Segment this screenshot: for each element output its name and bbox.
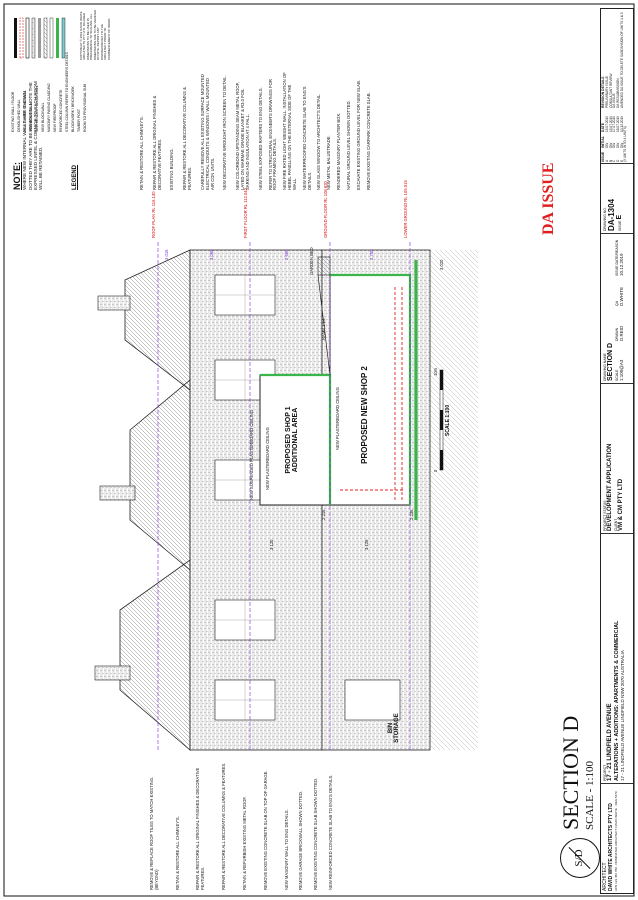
anno-left-5: REMOVE EXISTING CONCRETE SLAB ON TOP OF …	[262, 770, 268, 890]
anno-left-1: RETAIN & RESTORE ALL CHIMNEY'S.	[174, 816, 180, 890]
dim-8: 2 215	[321, 509, 326, 520]
legend-swatches	[14, 17, 66, 59]
chimney-2	[99, 485, 136, 501]
anno-left-6: NEW MASONRY WALL TO ENG DETAILS.	[283, 809, 289, 890]
anno-right-5: NEW DECORATIVE WROUGHT IRON SCREEN TO DE…	[222, 75, 228, 190]
annotations-left: REMOVE & REPLACE ROOF TILES TO MATCH EXI…	[149, 752, 334, 890]
dim-6: 3 125	[364, 539, 369, 550]
label-ceiling1: NEW PLASTERBOARD CEILING	[265, 427, 270, 490]
label-ramp: RAMP 1:14	[321, 318, 326, 340]
title-block: ARCHITECT DAVID WHITE ARCHITECTS PTY LTD…	[600, 8, 634, 894]
dim-2: 3 065	[209, 249, 214, 260]
anno-right-0: RETAIN & RESTORE ALL CHIMNEY'S.	[139, 116, 144, 190]
anno-left-4: RETAIN & REFURBISH EXISTING METAL ROOF.	[241, 796, 247, 890]
tb-project: PROJECT 17 - 21 LINDFIELD AVENUE ALTERAT…	[601, 533, 633, 783]
anno-right-14: NATURAL GROUND LEVEL SHOWN DOTTED.	[345, 100, 351, 190]
anno-left-0: REMOVE & REPLACE ROOF TILES TO MATCH EXI…	[149, 776, 159, 890]
roof-right	[124, 249, 191, 391]
room-bin: BIN STORAGE	[388, 713, 400, 743]
anno-right-8: REFER TO STRUCTURAL ENGINEER'S DRAWINGS …	[267, 79, 278, 190]
anno-right-2: EXISTING BUILDING.	[169, 148, 175, 190]
tb-project-name: 17 - 21 LINDFIELD AVENUE	[607, 703, 614, 781]
dim-3: 2 600	[284, 249, 289, 260]
tb-client-value: VM & CM PTY LTD	[617, 478, 624, 531]
rev-row: EDW10.12.2019AMENDED DA ISSUE TO DELETE …	[619, 12, 628, 162]
anno-right-10: NEW WATERPROOFED CONCRETE SLAB TO ENG'S …	[301, 86, 312, 190]
chimney-1	[94, 665, 131, 681]
legend-items: EXISTING WALL / FLOOR DEMOLISHED WALL NE…	[11, 52, 90, 132]
anno-right-16: REMOVE EXISTING CARPARK CONCRETE SLAB.	[365, 92, 371, 190]
tb-revisions: ISSUEINITIALDATEREVISION DETAILS ADW15.0…	[601, 9, 633, 163]
roof-mid	[129, 379, 191, 571]
room-shop2: PROPOSED NEW SHOP 2	[360, 366, 369, 464]
tb-issue: ISSUE E	[616, 214, 624, 231]
anno-left-8: REMOVE EXISTING CONCRETE SLAB SHOWN DOTT…	[313, 777, 319, 890]
tb-status-value: DEVELOPMENT APPLICATION	[607, 443, 614, 531]
window-l1	[344, 679, 401, 721]
level-tag-first: FIRST FLOOR RL 112.040	[243, 188, 248, 238]
tb-architect: ARCHITECT DAVID WHITE ARCHITECTS PTY LTD…	[601, 783, 633, 893]
dim-1: 3 015	[164, 249, 169, 260]
tb-drawing-name: SECTION D	[607, 342, 615, 381]
scale-bar-label: SCALE 1:100	[445, 404, 451, 436]
anno-right-4: CAREFULLY REMOVE ALL EXISTING SURFACE MO…	[199, 74, 215, 190]
section-scale: SCALE - 1:100	[584, 760, 596, 830]
label-ceiling2: NEW PLASTERBOARD CEILING	[335, 387, 340, 450]
copyright-note: COPYRIGHT © 2019 DAVID WHITE ARCHITECTS …	[79, 9, 111, 60]
tb-number: DRAWING NO. DA-1304 ISSUE E	[601, 163, 633, 233]
label-garden: GARDEN BED	[309, 247, 314, 275]
section-title: SECTION D	[558, 715, 583, 830]
room-shop1: PROPOSED SHOP 1 ADDITIONAL AREA	[285, 406, 299, 474]
planter-box	[317, 256, 331, 276]
anno-right-1: REPAIR & RESTORE ALL ORIGINAL FINISHES &…	[151, 95, 162, 190]
dim-5: 3 120	[269, 539, 274, 550]
tb-number-value: DA-1304	[607, 198, 617, 231]
scale-bar-start: 0	[433, 469, 438, 472]
chimney-3	[97, 295, 131, 311]
ramp-line	[317, 274, 331, 376]
demolished-red	[340, 285, 405, 500]
level-tag-lower: LOWER GROUND RL 105.515	[403, 180, 408, 238]
tb-status: PROJECT STATUS DEVELOPMENT APPLICATION C…	[601, 383, 633, 533]
anno-right-3: REPAIR & RESTORE ALL DECORATIVE COLUMNS …	[182, 87, 193, 190]
da-issue-stamp: DA ISSUE	[540, 162, 557, 235]
dim-4: 2 700	[369, 249, 374, 260]
tb-firm-details: ACN 123 456 789 · NOMINATED ARCHITECT: D…	[613, 791, 618, 891]
anno-right-12: NEW METAL BALUSTRADE.	[326, 135, 332, 190]
anno-left-2: REPAIR & RESTORE ALL ORIGINAL FINISHES &…	[195, 767, 206, 890]
annotations-right: RETAIN & RESTORE ALL CHIMNEY'S. REPAIR &…	[139, 70, 371, 190]
anno-right-7: NEW STEEL EXPOSED RAFTERS TO ENG DETAILS…	[257, 87, 263, 190]
anno-right-6: NEW COLORBOND UPSTANDING SEAM METAL ROOF…	[235, 82, 250, 190]
dim-9: 2 235	[409, 509, 414, 520]
anno-left-3: REPAIR & RESTORE ALL DECORATIVE COLUMNS …	[221, 762, 227, 890]
legend-extra-3: ROOM TO PROVISIONAL SUM	[83, 83, 87, 132]
new-addition	[329, 274, 411, 506]
label-ceiling-susp: NEW SUSPENDED PLASTERBOARD CEILING	[249, 409, 254, 500]
anno-right-11: NEW GLASS WINDOW TO ARCHITECT'S DETAIL.	[316, 93, 322, 190]
roof-left	[119, 559, 191, 751]
tb-address: 17 - 21 LINDFIELD AVENUE LINDFIELD NSW 2…	[620, 650, 626, 781]
dim-7: 3 020	[439, 259, 444, 270]
anno-right-15: EXCAVATE EXISTING GROUND LEVEL FOR NEW S…	[355, 80, 361, 190]
scale-bar-end: 10m	[433, 367, 438, 376]
anno-left-9: NEW REINFORCED CONCRETE SLAB TO ENG'S DE…	[328, 774, 334, 890]
anno-right-13: RENDERED MASONRY PLANTER BOX.	[336, 112, 342, 190]
section-marker: S/D	[560, 838, 600, 878]
anno-left-7: REMOVE GARAGE BRICKWALL SHOWN DOTTED.	[298, 790, 304, 890]
ground-fill	[430, 250, 478, 750]
scale-bar	[439, 369, 444, 471]
level-tag-roof: ROOF PLAN RL 116.130	[151, 191, 156, 238]
section-code: S/D	[573, 849, 585, 867]
anno-right-9: NEW FIRE RATED LIGHT WEIGHT WALL. INSTAL…	[282, 72, 297, 190]
